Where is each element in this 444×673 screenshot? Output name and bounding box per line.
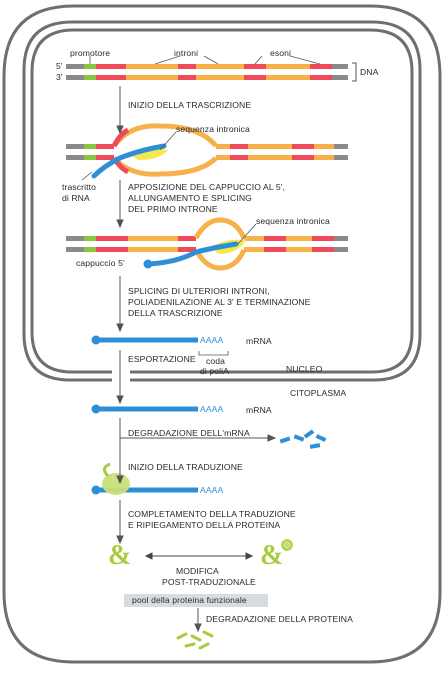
- step-modification-1: MODIFICA: [176, 566, 219, 576]
- modification-double-arrow: [144, 552, 254, 560]
- introns-label: introni: [174, 48, 199, 58]
- step-splicing-1: SPLICING DI ULTERIORI INTRONI,: [128, 286, 270, 296]
- step-splicing-3: DELLA TRASCRIZIONE: [128, 308, 223, 318]
- flow-arrows: [116, 86, 277, 633]
- step-protein-degradation: DEGRADAZIONE DELLA PROTEINA: [206, 614, 353, 624]
- modification-group: [281, 539, 293, 551]
- dna-intron-1b: [196, 64, 244, 69]
- step-export: ESPORTAZIONE: [128, 354, 196, 364]
- exon-leader-2: [289, 55, 321, 65]
- cell-membrane: [2, 4, 442, 664]
- folded-protein-right: &: [260, 539, 293, 571]
- step-translation-start: INIZIO DELLA TRADUZIONE: [128, 462, 243, 472]
- intron-seq-leader-2: [237, 223, 257, 245]
- rna-transcript-label-1: trascritto: [62, 182, 96, 192]
- exons-label: esoni: [270, 48, 292, 58]
- dna-exon-2c: [244, 75, 266, 80]
- polya-label-1: coda: [206, 356, 226, 366]
- cap-label: cappuccio 5': [76, 258, 125, 268]
- step-completion-2: E RIPIEGAMENTO DELLA PROTEINA: [128, 520, 281, 530]
- dna-gray-left-2: [66, 75, 84, 80]
- nuclear-membrane-outer: [22, 20, 422, 382]
- svg-text:&: &: [108, 540, 131, 571]
- polya-tail-3: AAAA: [200, 485, 224, 495]
- rna-transcript-1: [91, 143, 167, 179]
- step-capping-1: APPOSIZIONE DEL CAPPUCCIO AL 5',: [128, 182, 286, 192]
- step-capping-2: ALLUNGAMENTO E SPLICING: [128, 193, 252, 203]
- dna-promoter-1: [84, 64, 96, 69]
- dna-intron-1a: [126, 64, 178, 69]
- rna-leader: [81, 171, 93, 181]
- dna-exon-1b: [178, 64, 196, 69]
- transcription-bubble-stage: [66, 123, 348, 181]
- exon-leader-1: [254, 55, 263, 65]
- capping-stage: [66, 217, 348, 271]
- translation-complex: [91, 462, 198, 495]
- polya-tail-2: AAAA: [200, 404, 224, 414]
- intron-leader-1: [154, 55, 181, 65]
- dna-exon-2b: [178, 75, 196, 80]
- polya-label-2: di poliA: [200, 366, 229, 376]
- dna-promoter-2: [84, 75, 96, 80]
- polya-tail-1: AAAA: [200, 335, 224, 345]
- intron-sequence-label-1: sequenza intronica: [176, 124, 250, 134]
- dna-intron-2a: [126, 75, 178, 80]
- intron-seq-leader-1: [159, 131, 177, 151]
- nucleus-label: NUCLEO: [286, 364, 323, 374]
- promoter-label: promotore: [70, 48, 111, 58]
- polya-bracket: [198, 351, 229, 356]
- dna-intron-2b: [196, 75, 244, 80]
- step-modification-2: POST-TRADUZIONALE: [162, 577, 256, 587]
- folded-protein-left: &: [108, 540, 131, 571]
- dna-gray-left-1: [66, 64, 84, 69]
- dna-bracket: [352, 62, 357, 82]
- step-mrna-degradation: DEGRADAZIONE DELL'mRNA: [128, 428, 250, 438]
- mrna-cytoplasm: [91, 404, 198, 414]
- nuclear-membrane-inner: [30, 28, 414, 374]
- step-capping-3: DEL PRIMO INTRONE: [128, 204, 218, 214]
- dna-double-strand: [66, 64, 348, 80]
- mrna-label-2: mRNA: [246, 405, 272, 415]
- five-prime-label: 5': [56, 61, 63, 71]
- cytoplasm-label: CITOPLASMA: [290, 388, 347, 398]
- nascent-peptide: [103, 462, 111, 478]
- three-prime-label: 3': [56, 72, 63, 82]
- dna-exon-1c: [244, 64, 266, 69]
- degraded-protein-fragments: [176, 630, 214, 650]
- cap-5prime: [143, 259, 153, 269]
- dna-exon-1a: [96, 64, 126, 69]
- svg-text:&: &: [260, 540, 283, 571]
- intron-sequence-label-2: sequenza intronica: [256, 216, 330, 226]
- rna-transcript-2: [147, 241, 239, 267]
- rna-transcript-label-2: di RNA: [62, 193, 90, 203]
- mrna-nucleus: [91, 335, 229, 356]
- dna-intron-1c: [266, 64, 310, 69]
- pool-label: pool della proteina funzionale: [132, 595, 247, 605]
- mrna-label-1: mRNA: [246, 336, 272, 346]
- degraded-mrna-fragments: [279, 429, 327, 449]
- dna-intron-2c: [266, 75, 310, 80]
- functional-protein-pool: [124, 594, 268, 607]
- step-transcription-start: INIZIO DELLA TRASCRIZIONE: [128, 100, 252, 110]
- dna-exon-2a: [96, 75, 126, 80]
- dna-exon-2d: [310, 75, 332, 80]
- intron-leader-2: [203, 55, 219, 65]
- dna-exon-1d: [310, 64, 332, 69]
- step-splicing-2: POLIADENILAZIONE AL 3' E TERMINAZIONE: [128, 297, 311, 307]
- dna-gray-right-1: [332, 64, 348, 69]
- step-completion-1: COMPLETAMENTO DELLA TRADUZIONE: [128, 509, 296, 519]
- dna-label: DNA: [360, 67, 379, 77]
- ribosome: [102, 473, 130, 495]
- dna-gray-right-2: [332, 75, 348, 80]
